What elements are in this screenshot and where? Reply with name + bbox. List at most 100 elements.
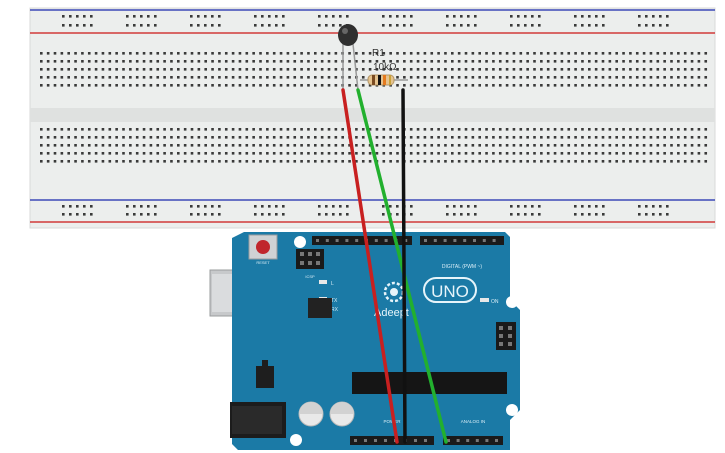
breadboard-hole xyxy=(697,68,701,71)
breadboard-hole xyxy=(40,136,43,139)
breadboard-hole xyxy=(538,213,541,216)
breadboard-hole xyxy=(156,152,160,155)
breadboard-hole xyxy=(60,68,64,71)
breadboard-hole xyxy=(74,136,77,139)
breadboard-hole xyxy=(704,60,708,63)
breadboard-hole xyxy=(156,144,160,147)
wire-black xyxy=(401,88,407,444)
breadboard-hole xyxy=(149,68,153,71)
breadboard-hole xyxy=(375,60,379,63)
breadboard-hole xyxy=(149,76,153,79)
breadboard-hole xyxy=(519,160,523,163)
breadboard-hole xyxy=(108,152,112,155)
breadboard-hole xyxy=(142,152,146,155)
breadboard-hole xyxy=(108,52,112,55)
breadboard-hole xyxy=(218,213,221,216)
header-pin xyxy=(453,239,457,242)
analog-header xyxy=(443,436,503,445)
breadboard-hole xyxy=(218,24,221,27)
breadboard-hole xyxy=(122,52,125,55)
breadboard xyxy=(29,7,716,229)
breadboard-hole xyxy=(300,128,303,131)
breadboard-hole xyxy=(170,136,173,139)
breadboard-hole xyxy=(177,152,180,155)
breadboard-hole xyxy=(204,60,207,63)
breadboard-hole xyxy=(334,76,338,79)
uno-logo-text: UNO xyxy=(431,282,469,301)
breadboard-hole xyxy=(332,15,335,18)
header-pin xyxy=(485,439,489,442)
breadboard-hole xyxy=(540,152,543,155)
breadboard-hole xyxy=(444,152,447,155)
breadboard-hole xyxy=(87,144,91,147)
breadboard-hole xyxy=(126,15,129,18)
breadboard-hole xyxy=(238,84,242,87)
breadboard-hole xyxy=(512,152,516,155)
breadboard-hole xyxy=(177,160,180,163)
breadboard-hole xyxy=(697,152,701,155)
reset-label: RESET xyxy=(256,260,270,265)
breadboard-hole xyxy=(318,205,321,208)
breadboard-hole xyxy=(40,68,43,71)
breadboard-hole xyxy=(464,52,468,55)
breadboard-hole xyxy=(108,76,112,79)
breadboard-hole xyxy=(409,144,413,147)
breadboard-hole xyxy=(170,84,173,87)
breadboard-hole xyxy=(645,24,648,27)
breadboard-hole xyxy=(451,60,454,63)
breadboard-hole xyxy=(652,15,655,18)
breadboard-hole xyxy=(416,68,420,71)
breadboard-hole xyxy=(553,52,557,55)
breadboard-hole xyxy=(190,52,194,55)
breadboard-hole xyxy=(567,68,571,71)
breadboard-hole xyxy=(361,144,365,147)
breadboard-hole xyxy=(430,136,434,139)
breadboard-hole xyxy=(437,68,440,71)
breadboard-hole xyxy=(546,136,550,139)
breadboard-hole xyxy=(533,60,536,63)
breadboard-hole xyxy=(190,76,194,79)
breadboard-hole xyxy=(101,144,105,147)
breadboard-hole xyxy=(81,152,84,155)
breadboard-hole xyxy=(683,76,687,79)
breadboard-hole xyxy=(526,136,529,139)
breadboard-hole xyxy=(334,52,338,55)
breadboard-hole xyxy=(677,52,680,55)
breadboard-hole xyxy=(348,76,351,79)
breadboard-hole xyxy=(69,205,72,208)
breadboard-hole xyxy=(492,152,495,155)
breadboard-hole xyxy=(629,76,632,79)
breadboard-hole xyxy=(62,24,65,27)
breadboard-hole xyxy=(140,213,143,216)
breadboard-hole xyxy=(409,152,413,155)
breadboard-hole xyxy=(259,68,262,71)
breadboard-hole xyxy=(254,24,257,27)
breadboard-hole xyxy=(704,68,708,71)
breadboard-hole xyxy=(300,76,303,79)
breadboard-hole xyxy=(531,24,534,27)
breadboard-hole xyxy=(396,60,399,63)
breadboard-hole xyxy=(601,144,605,147)
breadboard-hole xyxy=(261,205,264,208)
breadboard-hole xyxy=(615,152,618,155)
breadboard-hole xyxy=(300,84,303,87)
led-label-tx: TX xyxy=(331,298,338,304)
breadboard-hole xyxy=(348,84,351,87)
breadboard-hole xyxy=(444,144,447,147)
breadboard-hole xyxy=(238,76,242,79)
breadboard-hole xyxy=(108,84,112,87)
breadboard-hole xyxy=(190,84,194,87)
header-pin xyxy=(424,439,427,442)
breadboard-hole xyxy=(553,76,557,79)
breadboard-hole xyxy=(446,205,449,208)
breadboard-hole xyxy=(197,52,201,55)
breadboard-hole xyxy=(581,68,584,71)
breadboard-hole xyxy=(67,136,70,139)
breadboard-hole xyxy=(286,144,290,147)
breadboard-hole xyxy=(471,52,475,55)
breadboard-hole xyxy=(218,52,221,55)
breadboard-hole xyxy=(122,128,125,131)
header-pin xyxy=(374,239,378,242)
breadboard-hole xyxy=(204,15,207,18)
breadboard-hole xyxy=(62,15,65,18)
